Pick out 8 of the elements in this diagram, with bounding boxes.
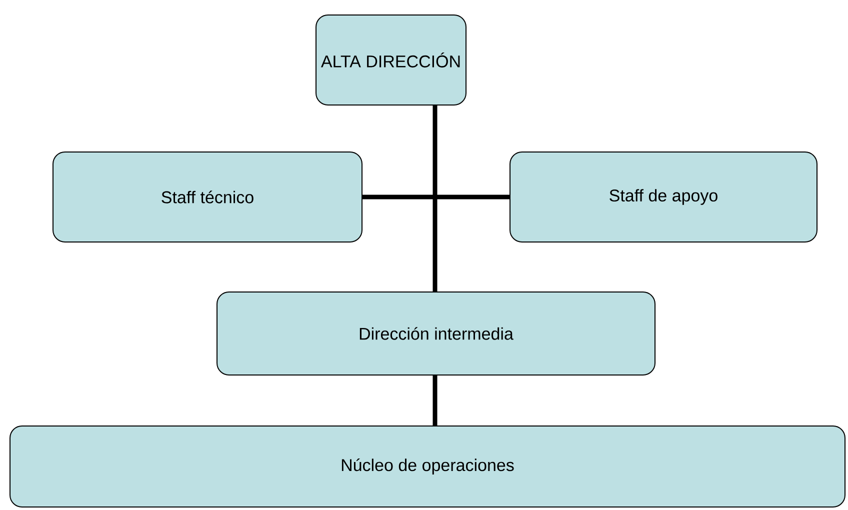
org-box: Staff de apoyo (510, 151, 818, 242)
org-box: Staff técnico (52, 151, 362, 242)
org-box: ALTA DIRECCIÓN (316, 14, 466, 106)
org-box: Dirección intermedia (216, 291, 656, 376)
connector-line (362, 194, 510, 200)
connector-line (432, 375, 438, 426)
connector-line (432, 106, 438, 292)
org-box: Núcleo de operaciones (10, 425, 846, 508)
